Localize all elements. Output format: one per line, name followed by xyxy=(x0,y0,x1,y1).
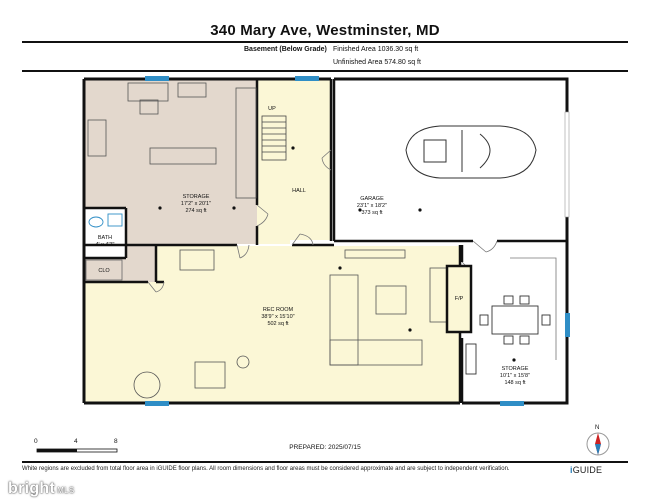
storage-furniture xyxy=(87,82,257,199)
plan-title: 340 Mary Ave, Westminster, MD xyxy=(210,22,440,39)
scale-label-4: 4 xyxy=(74,438,78,445)
fireplace-label: F/P xyxy=(455,296,464,302)
title-rule-top xyxy=(22,41,628,43)
finished-area-label: Finished Area 1036.30 sq ft xyxy=(333,46,419,53)
compass-icon xyxy=(586,432,610,456)
window xyxy=(500,401,524,406)
interior-walls xyxy=(84,79,567,403)
storage-dims: 17'2" x 20'1" xyxy=(181,201,211,207)
rec-room-label: REC ROOM xyxy=(263,307,294,313)
compass-north-label: N xyxy=(595,425,600,431)
iguide-logo-name: GUIDE xyxy=(572,465,603,475)
hall-fill xyxy=(257,79,331,244)
rec-furniture xyxy=(133,249,457,399)
footer-rule xyxy=(22,461,628,463)
closet xyxy=(85,259,123,281)
closet-label: CLO xyxy=(98,268,110,274)
level-label: Basement (Below Grade) xyxy=(244,46,327,53)
watermark-name: bright xyxy=(8,480,56,497)
storage-area: 274 sq ft xyxy=(185,208,207,214)
storage2-shelf xyxy=(510,257,557,360)
prepared-date: PREPARED: 2025/07/15 xyxy=(289,444,361,451)
watermark-suffix: MLS xyxy=(57,486,75,495)
title-rule-bottom xyxy=(22,70,628,72)
garage-fill xyxy=(334,79,567,241)
footer-disclaimer: White regions are excluded from total fl… xyxy=(22,466,510,472)
garage-area: 373 sq ft xyxy=(361,210,383,216)
hall-label: HALL xyxy=(292,188,306,194)
window xyxy=(145,401,169,406)
car xyxy=(405,125,537,179)
up-label: UP xyxy=(268,106,276,112)
scale-label-0: 0 xyxy=(34,438,38,445)
rec-room-area: 502 sq ft xyxy=(267,321,289,327)
garage-door xyxy=(564,111,570,218)
stairs xyxy=(261,115,287,161)
window xyxy=(565,313,570,337)
bath-label: BATH xyxy=(98,235,112,241)
scale-bar xyxy=(36,448,118,453)
iguide-logo-prefix: i xyxy=(570,465,573,475)
storage2-area: 148 sq ft xyxy=(504,380,526,386)
storage-label: STORAGE xyxy=(183,194,210,200)
dimension-markers xyxy=(158,146,516,362)
garage-label: GARAGE xyxy=(360,196,384,202)
windows xyxy=(145,76,570,406)
bath-fill xyxy=(84,208,126,258)
unfinished-area-label: Unfinished Area 574.80 sq ft xyxy=(333,59,421,66)
bath-fixtures xyxy=(88,213,123,228)
bath-dims: 4' x 4'3" xyxy=(95,242,114,248)
rec-room-fill xyxy=(84,246,472,403)
dining-set xyxy=(465,295,551,375)
window xyxy=(145,76,169,81)
iguide-logo: iGUIDE xyxy=(570,465,602,475)
rec-room-dims: 38'9" x 15'10" xyxy=(261,314,294,320)
window xyxy=(295,76,319,81)
storage2-dims: 10'1" x 15'8" xyxy=(500,373,530,379)
scale-label-8: 8 xyxy=(114,438,118,445)
garage-dims: 23'1" x 18'2" xyxy=(357,203,387,209)
storage2-label: STORAGE xyxy=(502,366,529,372)
fireplace xyxy=(445,264,473,334)
